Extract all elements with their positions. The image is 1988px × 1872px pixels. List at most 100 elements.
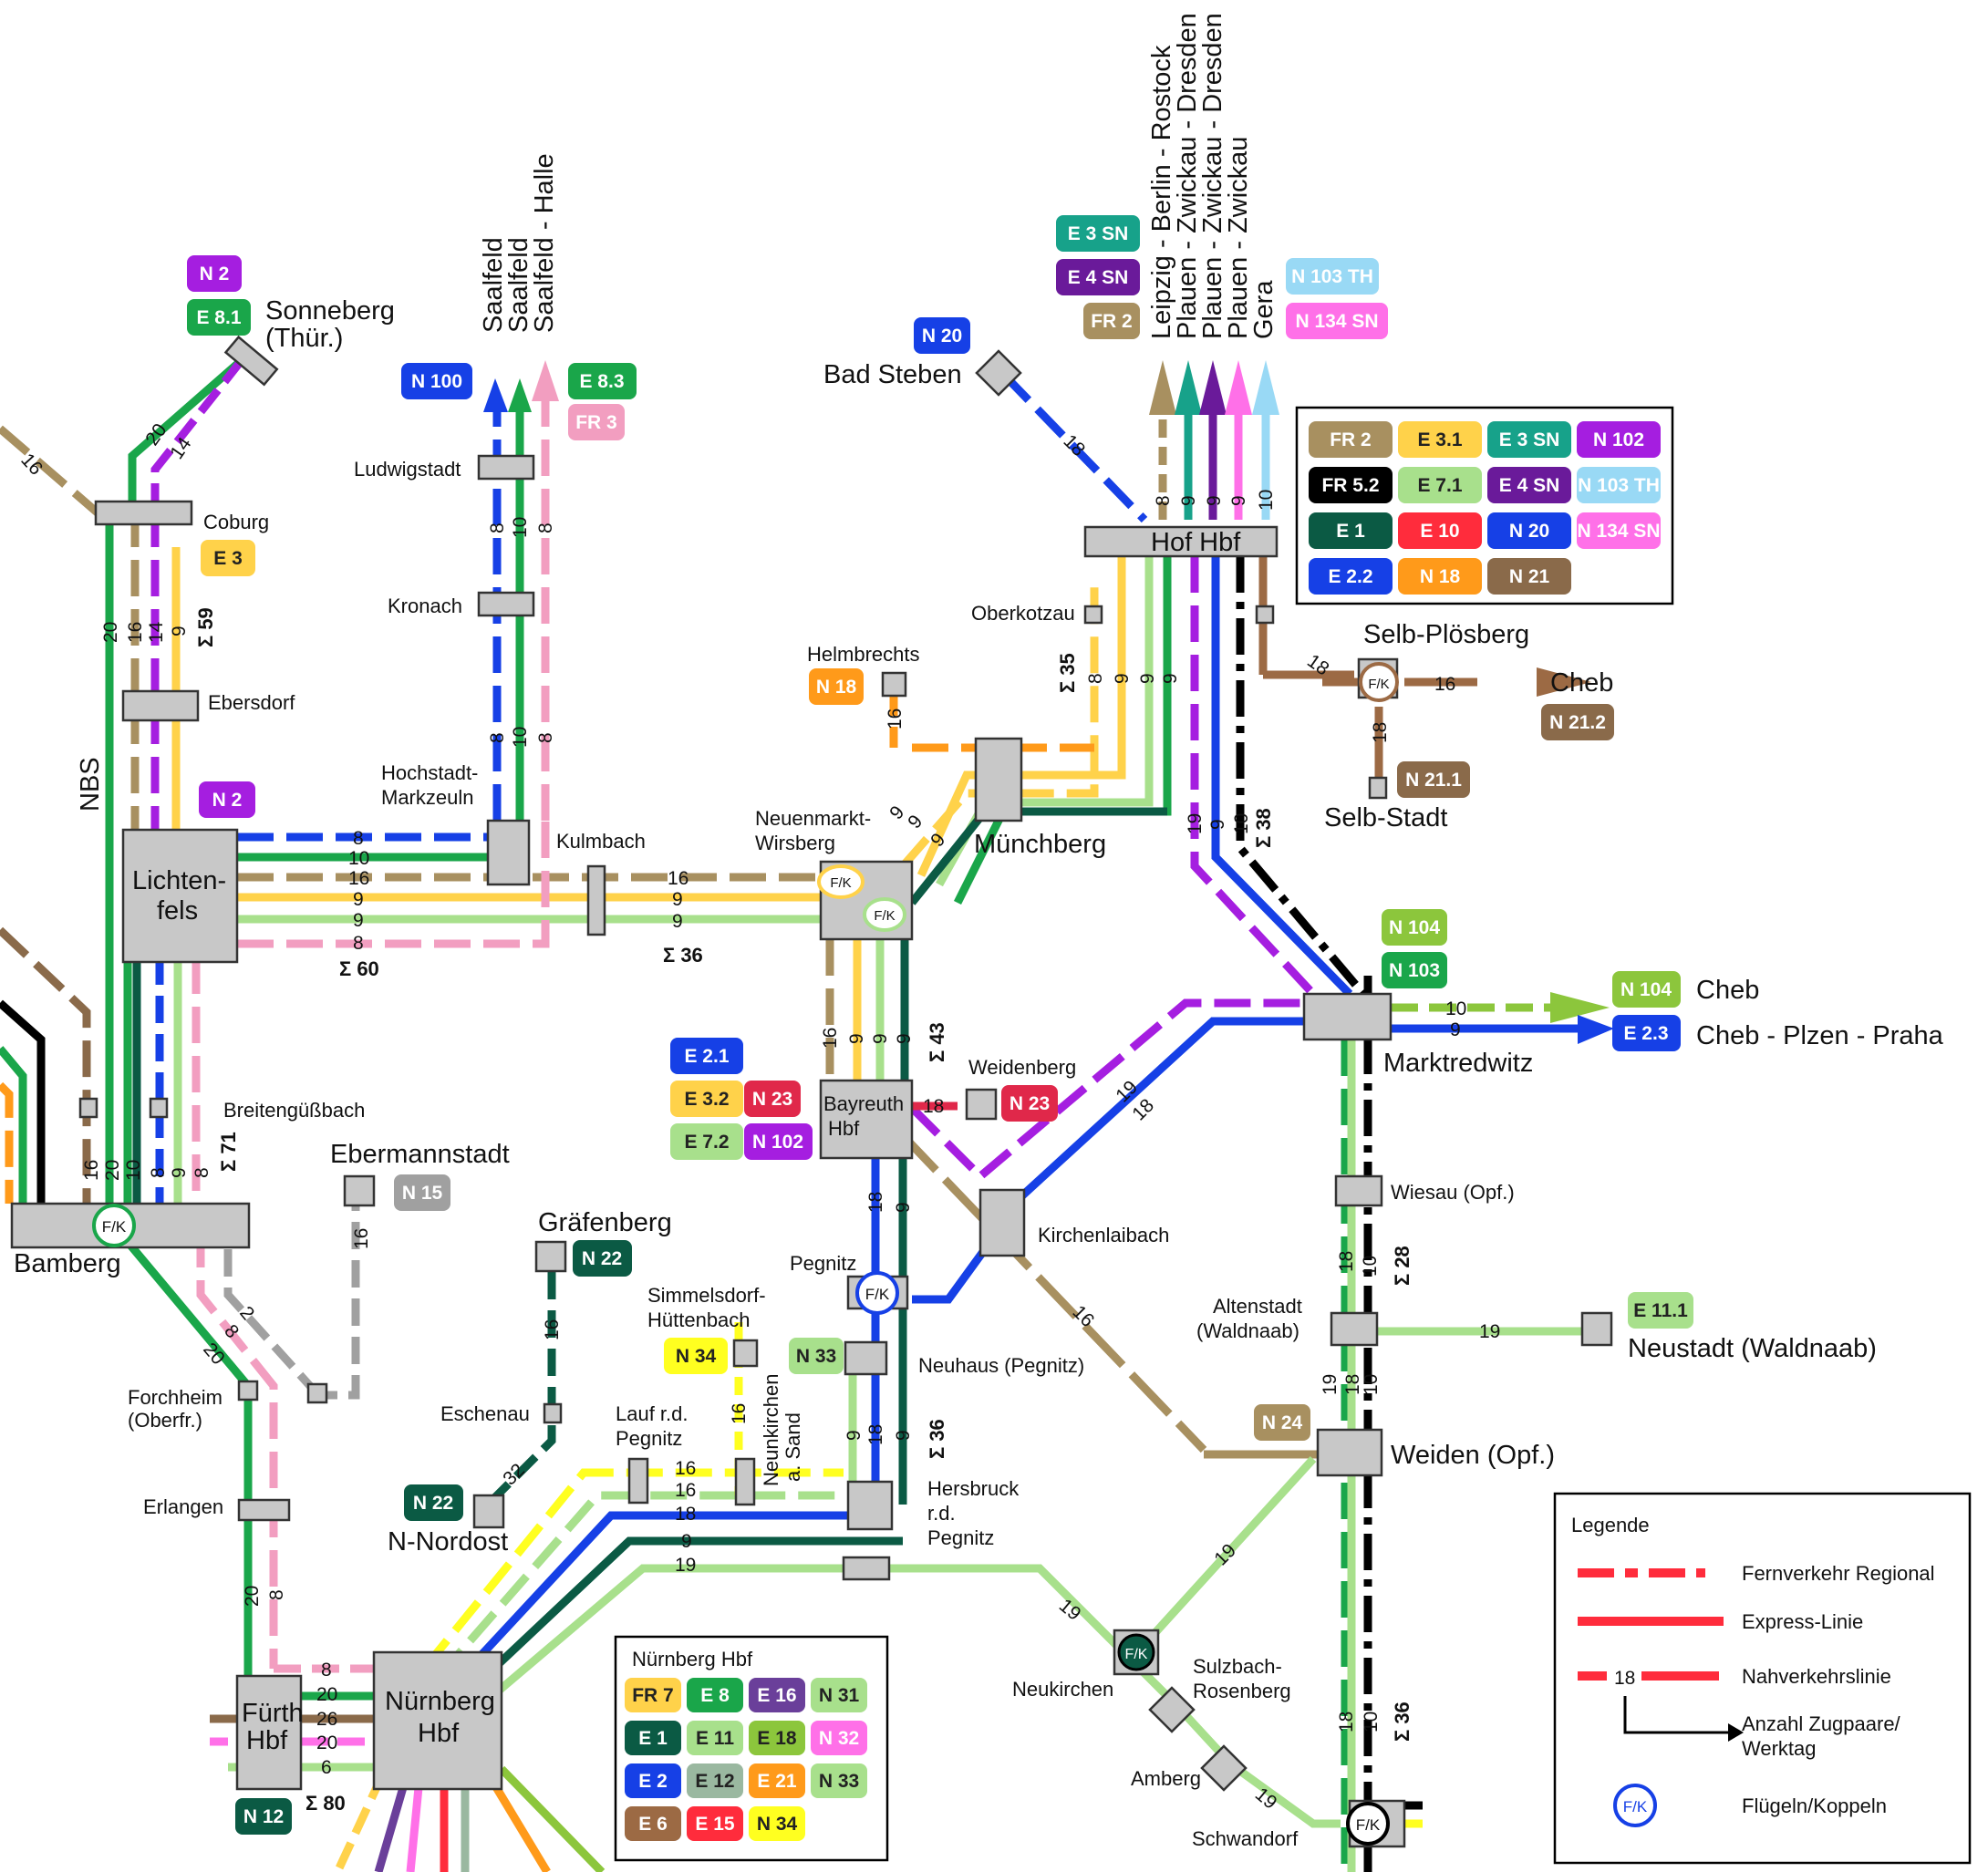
badge-e3sn[interactable] bbox=[1056, 215, 1140, 252]
legend-badge[interactable] bbox=[811, 1721, 867, 1755]
legend-badge[interactable] bbox=[1577, 421, 1661, 458]
legend-badge[interactable] bbox=[1309, 558, 1393, 595]
badge-n34[interactable] bbox=[664, 1338, 728, 1374]
station-kirchenlaibach[interactable] bbox=[978, 1188, 1026, 1257]
badge-n15[interactable] bbox=[394, 1174, 450, 1211]
station-simmelsdorf[interactable] bbox=[732, 1339, 759, 1368]
station-graefenberg[interactable] bbox=[534, 1240, 567, 1273]
badge-e2-3[interactable] bbox=[1612, 1015, 1681, 1051]
badge-e3-2[interactable] bbox=[670, 1081, 743, 1117]
badge-n103[interactable] bbox=[1382, 952, 1447, 988]
station-fuerth[interactable] bbox=[235, 1674, 303, 1791]
badge-n2[interactable] bbox=[187, 255, 242, 292]
legend-badge[interactable] bbox=[625, 1678, 681, 1712]
station-forchheim[interactable] bbox=[237, 1380, 259, 1401]
legend-badge[interactable] bbox=[687, 1678, 743, 1712]
badge-fr3[interactable] bbox=[568, 404, 625, 440]
badge-n2-lichtenfels[interactable] bbox=[199, 781, 255, 818]
badge-n24[interactable] bbox=[1254, 1404, 1310, 1441]
station-n-nordost[interactable] bbox=[472, 1494, 505, 1529]
legend-badge[interactable] bbox=[1398, 467, 1482, 503]
badge-n21-1[interactable] bbox=[1397, 761, 1470, 798]
station-ludwigstadt[interactable] bbox=[477, 454, 535, 481]
legend-badge[interactable] bbox=[1398, 558, 1482, 595]
legend-badge[interactable] bbox=[687, 1806, 743, 1841]
legend-badge[interactable] bbox=[1398, 512, 1482, 549]
legend-badge[interactable] bbox=[749, 1806, 805, 1841]
badge-n12[interactable] bbox=[235, 1798, 292, 1835]
legend-badge[interactable] bbox=[687, 1763, 743, 1798]
badge-e7-2[interactable] bbox=[670, 1123, 743, 1160]
legend-badge[interactable] bbox=[749, 1763, 805, 1798]
station-kronach[interactable] bbox=[477, 591, 535, 617]
badge-n22[interactable] bbox=[573, 1240, 632, 1277]
legend-badge[interactable] bbox=[1487, 421, 1571, 458]
station-amberg[interactable] bbox=[1200, 1744, 1248, 1792]
badge-n134sn[interactable] bbox=[1286, 303, 1388, 339]
station-bad-steben[interactable] bbox=[975, 349, 1022, 397]
badge-n20[interactable] bbox=[914, 317, 970, 354]
station-ebersdorf[interactable] bbox=[121, 689, 200, 722]
legend-badge[interactable] bbox=[1309, 421, 1393, 458]
station-eschenau[interactable] bbox=[543, 1402, 563, 1424]
station-selb-stadt[interactable] bbox=[1368, 776, 1388, 800]
badge-e8-1[interactable] bbox=[187, 299, 251, 336]
badge-n21-2[interactable] bbox=[1541, 704, 1614, 740]
legend-badge[interactable] bbox=[1309, 512, 1393, 549]
station-sulzbach[interactable] bbox=[1148, 1686, 1196, 1733]
station-neustadt[interactable] bbox=[1580, 1311, 1613, 1347]
legend-badge[interactable] bbox=[1577, 467, 1661, 503]
legend-badge[interactable] bbox=[687, 1721, 743, 1755]
station-muenchberg[interactable] bbox=[974, 737, 1023, 822]
legend-badge[interactable] bbox=[625, 1806, 681, 1841]
badge-n22-b[interactable] bbox=[404, 1484, 463, 1521]
station-marktredwitz[interactable] bbox=[1302, 992, 1393, 1041]
badge-n103th[interactable] bbox=[1286, 258, 1379, 295]
station-oberkotzau[interactable] bbox=[1083, 605, 1103, 625]
station-helmbrechts[interactable] bbox=[881, 671, 907, 698]
station-nuernberg[interactable] bbox=[372, 1650, 503, 1791]
badge-n100[interactable] bbox=[401, 363, 472, 399]
badge-n23[interactable] bbox=[744, 1081, 801, 1117]
badge-n23-b[interactable] bbox=[1001, 1085, 1058, 1122]
station-hersbruck[interactable] bbox=[846, 1480, 894, 1531]
legend-badge[interactable] bbox=[1577, 512, 1661, 549]
station-breitengussbach[interactable] bbox=[149, 1097, 169, 1119]
station-bayreuth[interactable] bbox=[819, 1079, 914, 1160]
legend-badge[interactable] bbox=[1487, 467, 1571, 503]
badge-n104[interactable] bbox=[1382, 909, 1447, 946]
station-weiden[interactable] bbox=[1316, 1428, 1383, 1477]
legend-badge[interactable] bbox=[749, 1721, 805, 1755]
station-lauf[interactable] bbox=[627, 1457, 649, 1505]
badge-e3-coburg[interactable] bbox=[201, 540, 255, 576]
legend-badge[interactable] bbox=[1309, 467, 1393, 503]
legend-badge[interactable] bbox=[1487, 558, 1571, 595]
station-weidenberg[interactable] bbox=[965, 1088, 998, 1121]
station-coburg[interactable] bbox=[94, 500, 193, 526]
station-neunkirchen[interactable] bbox=[734, 1457, 756, 1506]
station-neuhaus[interactable] bbox=[844, 1340, 888, 1376]
station-kulmbach[interactable] bbox=[586, 864, 606, 936]
legend-badge[interactable] bbox=[625, 1721, 681, 1755]
legend-badge[interactable] bbox=[749, 1678, 805, 1712]
station-sonneberg[interactable] bbox=[223, 335, 279, 387]
badge-e8-3[interactable] bbox=[568, 363, 637, 399]
legend-badge[interactable] bbox=[811, 1678, 867, 1712]
station-erlangen[interactable] bbox=[237, 1498, 291, 1522]
badge-n104-b[interactable] bbox=[1612, 971, 1681, 1008]
badge-e4sn[interactable] bbox=[1056, 259, 1140, 295]
station-hof[interactable] bbox=[1083, 525, 1279, 558]
legend-badge[interactable] bbox=[811, 1763, 867, 1798]
legend-badge[interactable] bbox=[625, 1763, 681, 1798]
legend-badge[interactable] bbox=[1398, 421, 1482, 458]
badge-n33[interactable] bbox=[789, 1338, 844, 1374]
badge-n102[interactable] bbox=[744, 1123, 813, 1160]
badge-fr2[interactable] bbox=[1083, 303, 1140, 339]
station-ebermannstadt[interactable] bbox=[343, 1174, 376, 1207]
station-hochstadt[interactable] bbox=[486, 819, 531, 886]
station-altenstadt[interactable] bbox=[1330, 1311, 1379, 1347]
badge-e2-1[interactable] bbox=[670, 1038, 743, 1074]
station-wiesau[interactable] bbox=[1334, 1174, 1383, 1207]
badge-n18[interactable] bbox=[809, 668, 864, 705]
badge-e11-1[interactable] bbox=[1628, 1292, 1693, 1329]
